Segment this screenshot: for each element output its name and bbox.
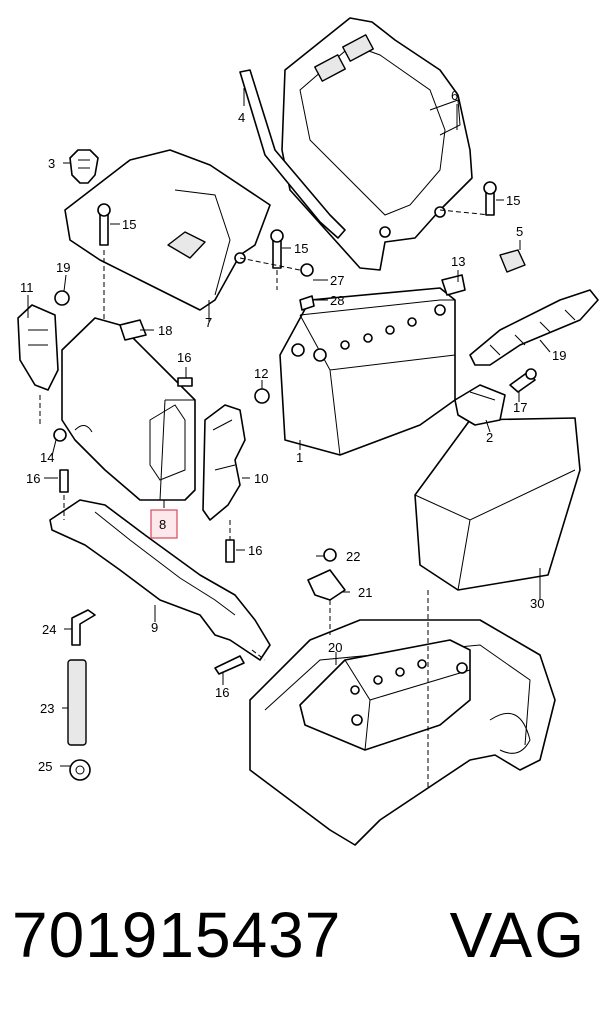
fasteners	[53, 181, 497, 675]
callout-15c: 15	[506, 193, 520, 208]
callout-14: 14	[40, 450, 54, 465]
callout-15b: 15	[294, 241, 308, 256]
callout-11: 11	[20, 280, 34, 295]
callout-28: 28	[330, 293, 344, 308]
footer: 701915437 VAG	[0, 895, 600, 1005]
brand-name: VAG	[449, 899, 586, 971]
part-7-upper-cover	[64, 149, 271, 311]
callout-9: 9	[151, 620, 158, 635]
callout-19b: 19	[552, 348, 566, 363]
callout-23: 23	[40, 701, 54, 716]
callout-16b: 16	[26, 471, 40, 486]
callout-8: 8	[159, 517, 166, 532]
part-number: 701915437	[12, 899, 342, 971]
part-1-battery	[279, 287, 456, 456]
callout-24: 24	[42, 622, 56, 637]
part-3-clip	[69, 149, 99, 184]
highlight-box-8	[150, 509, 178, 539]
callout-18: 18	[158, 323, 172, 338]
callout-15a: 15	[122, 217, 136, 232]
callout-6: 6	[451, 88, 458, 103]
callout-1: 1	[296, 450, 303, 465]
part-9-lower-cover	[49, 499, 271, 661]
callout-19a: 19	[56, 260, 70, 275]
callout-2: 2	[486, 430, 493, 445]
exploded-parts-diagram: 6 4 3 15 15 15 5 13 27 28 19 11 7 18 19 …	[17, 17, 599, 846]
part-30-insulation-box	[414, 417, 581, 591]
callout-10: 10	[254, 471, 268, 486]
callout-5: 5	[516, 224, 523, 239]
part-13-clip	[441, 274, 466, 296]
part-8-side-cover	[61, 317, 196, 501]
callout-22: 22	[346, 549, 360, 564]
callout-25: 25	[38, 759, 52, 774]
callout-3: 3	[48, 156, 55, 171]
part-17-bolt	[509, 368, 537, 393]
callout-30: 30	[530, 596, 544, 611]
callout-17: 17	[513, 400, 527, 415]
callout-20: 20	[328, 640, 342, 655]
callout-labels: 6 4 3 15 15 15 5 13 27 28 19 11 7 18 19 …	[20, 88, 566, 774]
callout-7: 7	[205, 315, 212, 330]
part-10-bracket	[202, 404, 246, 521]
callout-12: 12	[254, 366, 268, 381]
assembly-lines	[39, 209, 491, 790]
part-19-rail	[469, 289, 599, 366]
part-11-bracket	[17, 304, 59, 391]
part-23-hose	[67, 659, 87, 746]
part-4-strip	[239, 69, 346, 239]
callout-21: 21	[358, 585, 372, 600]
callout-16d: 16	[215, 685, 229, 700]
part-5-cap	[499, 249, 526, 273]
part-6-battery-housing	[281, 17, 473, 271]
callout-13: 13	[451, 254, 465, 269]
part-25-grommet	[69, 759, 91, 781]
part-2-bracket	[454, 384, 506, 426]
callout-16a: 16	[177, 350, 191, 365]
callout-16c: 16	[248, 543, 262, 558]
leader-lines	[27, 88, 551, 767]
part-24-elbow	[71, 609, 96, 646]
callout-27: 27	[330, 273, 344, 288]
callout-4: 4	[238, 110, 245, 125]
